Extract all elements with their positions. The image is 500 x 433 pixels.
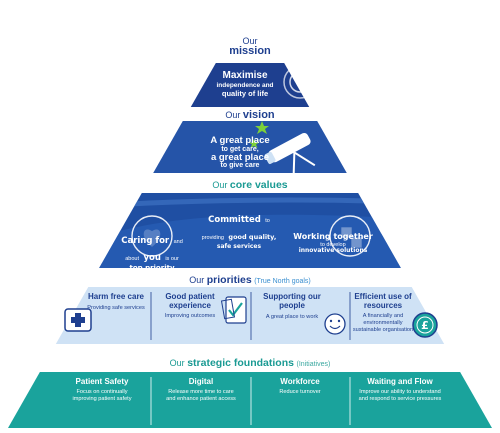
- value-together-b: to develop: [320, 241, 346, 248]
- priority-title: Supporting our people: [263, 292, 321, 310]
- svg-text:£: £: [421, 319, 429, 332]
- vision-our: Our: [225, 110, 241, 120]
- foundations-band: [8, 372, 492, 428]
- priority-item: Harm free care Providing safe services: [85, 292, 147, 312]
- puzzle-ring-icon: [329, 215, 371, 257]
- mission-line2: independence and: [216, 81, 274, 89]
- checklist-icon: [220, 296, 247, 324]
- foundations-title: strategic foundations: [187, 357, 294, 369]
- priority-item: Supporting our people A great place to w…: [262, 292, 322, 321]
- value-together: Working together to develop innovative s…: [283, 232, 383, 254]
- values-heading: Our core values: [170, 179, 330, 191]
- foundation-item: Patient Safety Focus on continually impr…: [58, 377, 146, 403]
- value-committed-d: good quality,: [228, 232, 277, 241]
- priority-desc: A financially and environmentally sustai…: [352, 312, 414, 333]
- value-committed-a: Committed: [208, 215, 261, 225]
- foundations-heading: Our strategic foundations (Initiatives): [130, 357, 370, 369]
- value-caring-a: Caring for: [121, 236, 170, 246]
- pound-coin-icon: £: [412, 312, 438, 338]
- foundation-title: Digital: [188, 377, 214, 386]
- telescope-icon: [264, 132, 316, 177]
- value-committed-c: providing: [201, 234, 224, 241]
- mission-line3: quality of life: [221, 89, 269, 99]
- foundations-our: Our: [169, 358, 185, 368]
- priorities-title: priorities: [206, 274, 252, 286]
- priorities-heading: Our priorities (True North goals): [150, 274, 350, 286]
- value-caring-b: and: [173, 239, 183, 245]
- vision-line4: to give care: [220, 162, 260, 169]
- value-together-c: innovative solutions: [298, 246, 368, 254]
- priority-desc: Providing safe services: [87, 304, 145, 311]
- value-caring: Caring for and about you is our top prio…: [112, 231, 192, 272]
- foundation-desc: Improve our ability to understand and re…: [358, 388, 442, 402]
- foundation-title: Workforce: [280, 377, 320, 386]
- foundation-desc: Focus on continually improving patient s…: [72, 388, 132, 402]
- smiley-icon: [324, 313, 346, 335]
- mission-heading: Our mission: [200, 36, 300, 58]
- value-committed-e: safe services: [216, 242, 262, 250]
- target-icon: [283, 65, 326, 99]
- priority-item: Efficient use of resources A financially…: [352, 292, 414, 334]
- foundations-subtitle: (Initiatives): [296, 361, 331, 368]
- foundation-title: Waiting and Flow: [367, 377, 433, 386]
- vision-line2: to get care,: [221, 145, 259, 153]
- vision-line3: a great place: [210, 151, 270, 163]
- value-committed: Committed to providing good quality, saf…: [194, 210, 284, 250]
- priority-desc: Improving outcomes: [164, 312, 216, 319]
- values-title: core values: [229, 179, 288, 191]
- priority-title: Harm free care: [87, 292, 145, 301]
- foundation-desc: Reduce turnover: [279, 388, 321, 395]
- foundation-item: Digital Release more time to care and en…: [155, 377, 247, 403]
- mission-our: Our: [242, 36, 258, 46]
- value-caring-c: about: [125, 255, 139, 262]
- vision-heading: Our vision: [200, 109, 300, 122]
- values-our: Our: [212, 180, 228, 190]
- value-committed-b: to: [265, 218, 270, 224]
- priority-title: Good patient experience: [165, 292, 215, 310]
- vision-title: vision: [242, 109, 275, 121]
- vision-statement: A great place to get care, a great place…: [185, 136, 295, 169]
- vision-line1: A great place: [210, 135, 270, 146]
- value-caring-e: is our: [165, 255, 179, 262]
- mission-title: mission: [229, 45, 271, 58]
- star-icons: [249, 121, 269, 148]
- foundation-title: Patient Safety: [75, 377, 129, 386]
- mission-line1: Maximise: [222, 70, 268, 81]
- priority-title: Efficient use of resources: [354, 292, 412, 310]
- priorities-our: Our: [189, 275, 205, 285]
- priority-desc: A great place to work: [265, 313, 319, 320]
- foundation-desc: Release more time to care and enhance pa…: [166, 388, 236, 402]
- foundation-item: Waiting and Flow Improve our ability to …: [354, 377, 446, 403]
- heart-ring-icon: [131, 215, 173, 257]
- mission-statement: Maximise independence and quality of lif…: [185, 70, 305, 99]
- priorities-subtitle: (True North goals): [254, 278, 311, 285]
- value-caring-f: top priority: [129, 263, 175, 272]
- foundation-item: Workforce Reduce turnover: [254, 377, 346, 396]
- priority-item: Good patient experience Improving outcom…: [156, 292, 224, 320]
- value-together-a: Working together: [293, 232, 373, 241]
- value-caring-d: you: [143, 252, 161, 263]
- medical-cross-icon: [64, 308, 92, 332]
